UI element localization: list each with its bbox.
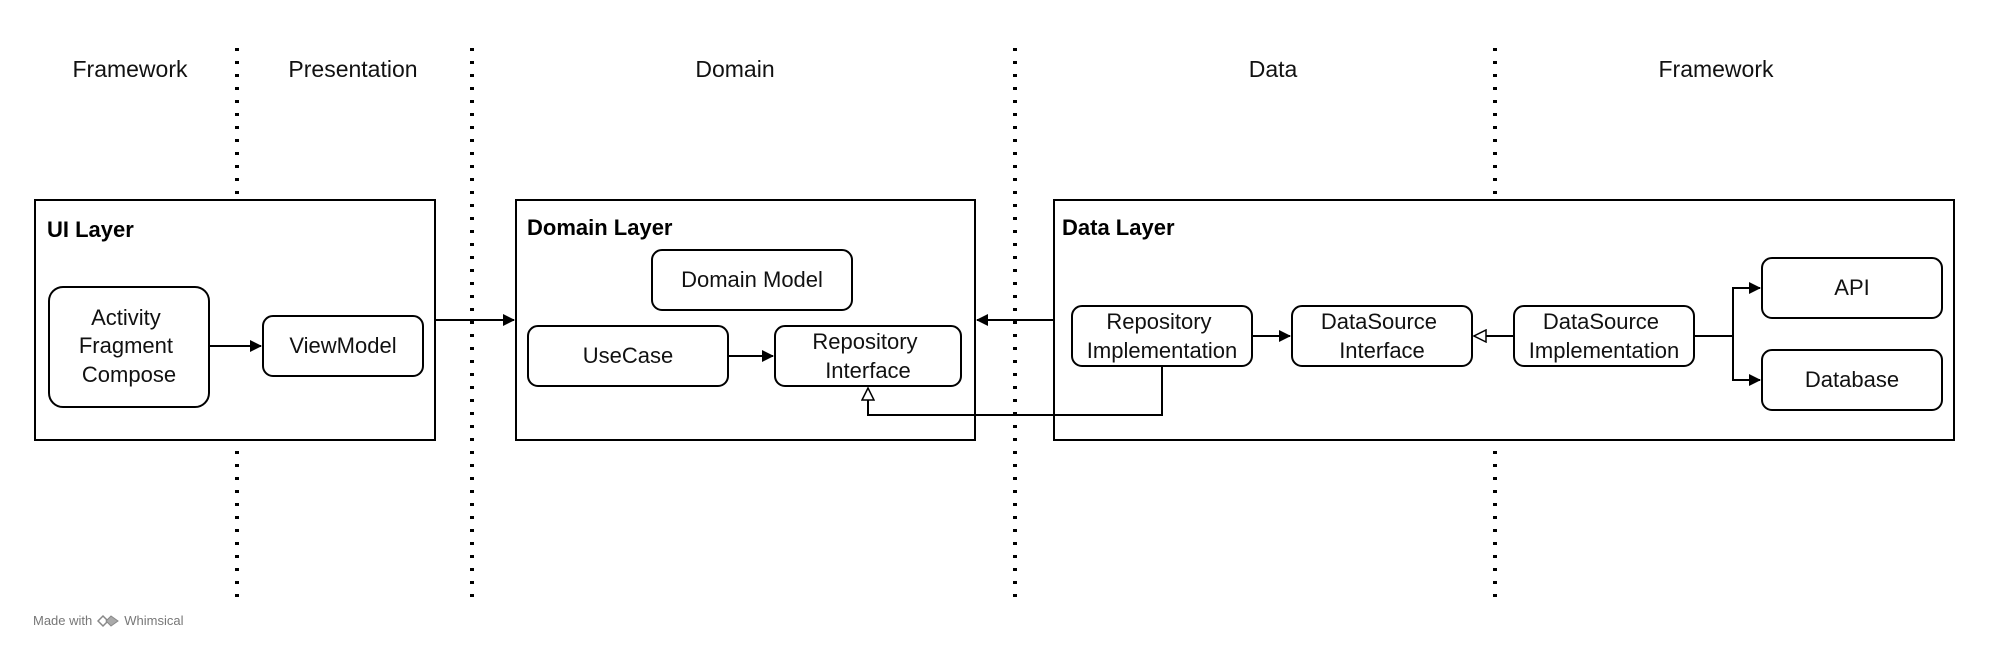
repository-interface-label-line1: Repository — [812, 329, 917, 354]
domain-layer: Domain Layer Domain Model UseCase Reposi… — [515, 199, 976, 441]
data-layer: Data Layer Repository Implementation Dat… — [1053, 199, 1955, 441]
connectors — [209, 282, 1761, 416]
watermark-prefix: Made with — [33, 613, 93, 628]
compose-label: Compose — [82, 362, 176, 387]
column-title-framework-right: Framework — [1658, 56, 1774, 82]
datasource-interface-node[interactable]: DataSource Interface — [1291, 305, 1473, 367]
api-node[interactable]: API — [1761, 257, 1943, 319]
connector-datasource-impl-to-api — [1732, 282, 1761, 336]
column-title-data: Data — [1249, 56, 1298, 82]
domain-layer-title: Domain Layer — [527, 215, 673, 240]
domain-layer-frame — [515, 199, 976, 441]
watermark-brand: Whimsical — [124, 613, 184, 628]
api-label: API — [1834, 275, 1869, 300]
datasource-interface-label-line2: Interface — [1339, 338, 1425, 363]
connector-datasource-impl-to-database — [1732, 336, 1761, 386]
column-title-presentation: Presentation — [288, 56, 417, 82]
svg-text:Repository Implementat: Repository Implementation — [1087, 309, 1237, 363]
viewmodel-node[interactable]: ViewModel — [262, 315, 424, 377]
repository-implementation-label-line1: Repository — [1106, 309, 1211, 334]
svg-text:Repository Interface: Repository Interface — [812, 329, 923, 383]
viewmodel-label: ViewModel — [289, 333, 396, 358]
datasource-implementation-label-line1: DataSource — [1543, 309, 1659, 334]
svg-text:Activity Fragment: Activity Fragment Compose — [79, 305, 179, 387]
repository-implementation-label-line2: Implementation — [1087, 338, 1237, 363]
ui-layer-title: UI Layer — [47, 217, 134, 242]
whimsical-watermark[interactable]: Made with Whimsical — [33, 613, 183, 628]
fragment-label: Fragment — [79, 333, 173, 358]
svg-text:DataSource Implementat: DataSource Implementation — [1529, 309, 1679, 363]
activity-label: Activity — [91, 305, 161, 330]
domain-model-label: Domain Model — [681, 267, 823, 292]
repository-implementation-node[interactable]: Repository Implementation — [1071, 305, 1253, 367]
datasource-implementation-label-line2: Implementation — [1529, 338, 1679, 363]
ui-layer: UI Layer Activity Fragment Compose ViewM… — [34, 199, 436, 441]
repository-interface-node[interactable]: Repository Interface — [774, 325, 962, 387]
whimsical-logo-icon — [97, 614, 120, 627]
database-label: Database — [1805, 367, 1899, 392]
usecase-label: UseCase — [583, 343, 673, 368]
connector-repository-impl-implements-interface — [868, 366, 1163, 416]
column-title-framework-left: Framework — [72, 56, 188, 82]
svg-text:DataSource Interface: DataSource Interface — [1321, 309, 1443, 363]
activity-fragment-compose-node[interactable]: Activity Fragment Compose — [48, 286, 210, 408]
datasource-interface-label-line1: DataSource — [1321, 309, 1437, 334]
domain-model-node[interactable]: Domain Model — [651, 249, 853, 311]
column-title-domain: Domain — [695, 56, 774, 82]
usecase-node[interactable]: UseCase — [527, 325, 729, 387]
repository-interface-label-line2: Interface — [825, 358, 911, 383]
datasource-implementation-node[interactable]: DataSource Implementation — [1513, 305, 1695, 367]
data-layer-title: Data Layer — [1062, 215, 1175, 240]
database-node[interactable]: Database — [1761, 349, 1943, 411]
